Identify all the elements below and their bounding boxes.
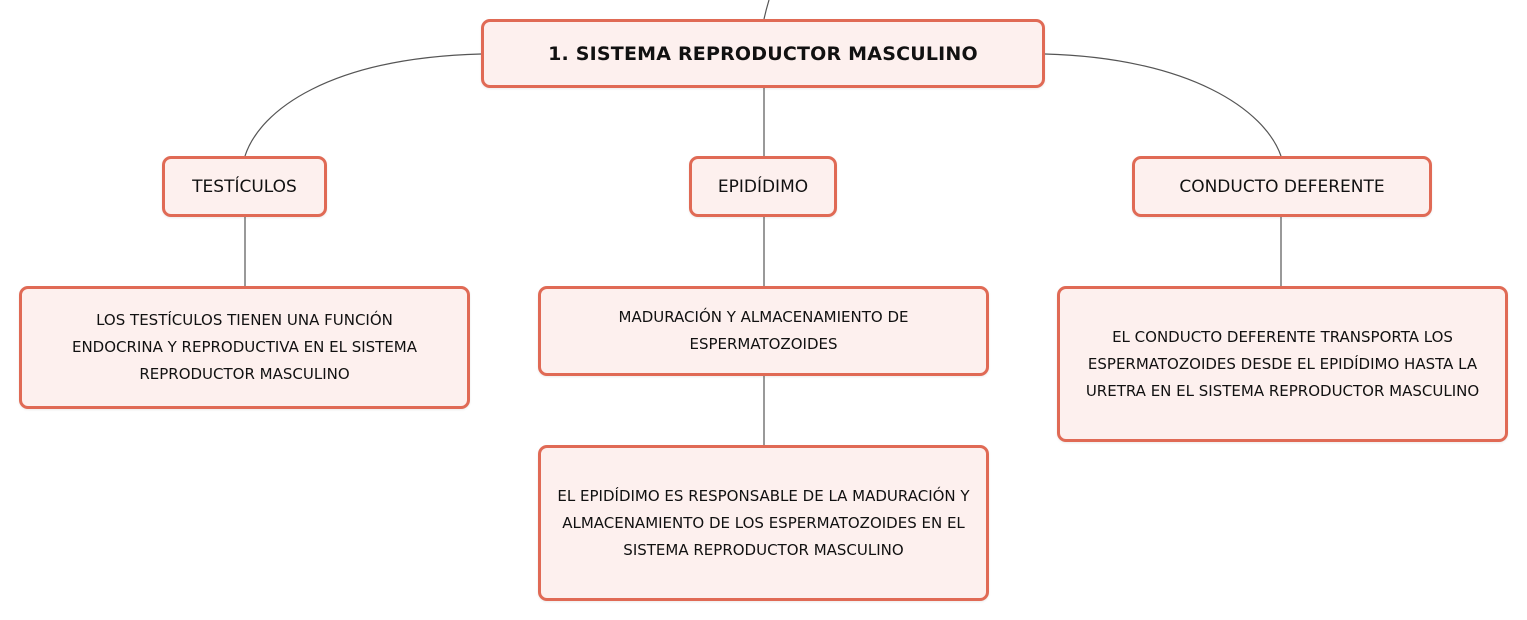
branch-conducto-deferente[interactable]: CONDUCTO DEFERENTE (1132, 156, 1432, 217)
leaf-epididimo-maduracion[interactable]: MADURACIÓN Y ALMACENAMIENTO DE ESPERMATO… (538, 286, 989, 376)
connector-root-to-testiculos (244, 53, 482, 157)
leaf-epididimo-maduracion-text: MADURACIÓN Y ALMACENAMIENTO DE ESPERMATO… (618, 308, 909, 353)
leaf-testiculos-function[interactable]: LOS TESTÍCULOS TIENEN UNA FUNCIÓN ENDOCR… (19, 286, 470, 409)
branch-conducto-deferente-label: CONDUCTO DEFERENTE (1179, 176, 1385, 197)
branch-epididimo[interactable]: EPIDÍDIMO (689, 156, 837, 217)
branch-testiculos-label: TESTÍCULOS (192, 176, 297, 197)
branch-testiculos[interactable]: TESTÍCULOS (162, 156, 327, 217)
root-topic-label: 1. SISTEMA REPRODUCTOR MASCULINO (548, 42, 978, 65)
leaf-conducto-deferente-transporta[interactable]: EL CONDUCTO DEFERENTE TRANSPORTA LOS ESP… (1057, 286, 1508, 442)
leaf-testiculos-function-text: LOS TESTÍCULOS TIENEN UNA FUNCIÓN ENDOCR… (71, 311, 418, 383)
connector-root-to-conducto-deferente (1044, 53, 1282, 157)
connector-parent-to-root (763, 0, 770, 20)
leaf-epididimo-responsable[interactable]: EL EPIDÍDIMO ES RESPONSABLE DE LA MADURA… (538, 445, 989, 601)
leaf-conducto-deferente-transporta-text: EL CONDUCTO DEFERENTE TRANSPORTA LOS ESP… (1085, 327, 1480, 400)
branch-epididimo-label: EPIDÍDIMO (717, 176, 809, 197)
root-topic[interactable]: 1. SISTEMA REPRODUCTOR MASCULINO (481, 19, 1045, 88)
leaf-epididimo-responsable-text: EL EPIDÍDIMO ES RESPONSABLE DE LA MADURA… (557, 486, 970, 559)
